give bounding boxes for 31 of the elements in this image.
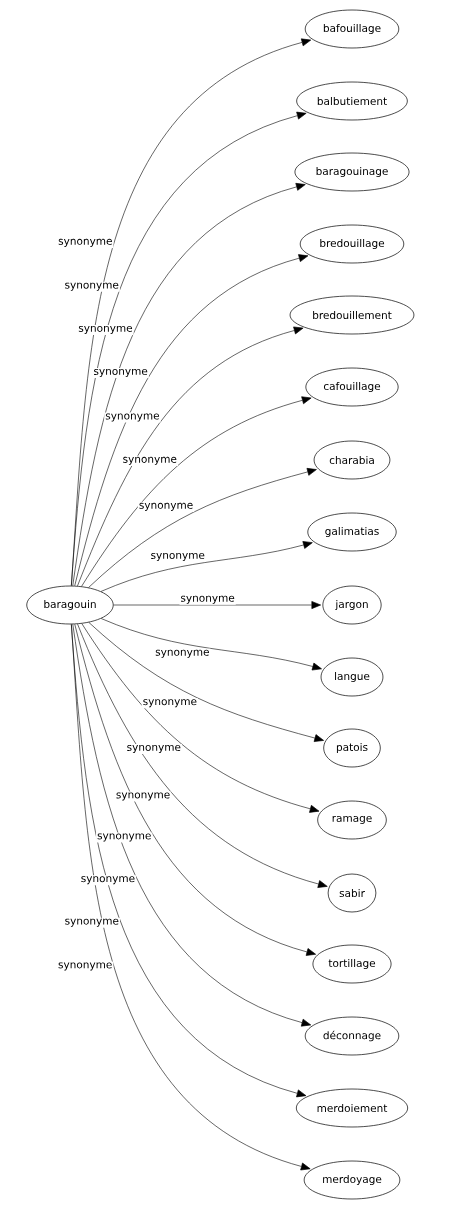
edge-label: synonyme [149, 551, 206, 562]
edge-label: synonyme [79, 875, 137, 886]
arrow [81, 396, 312, 587]
edge-label: synonyme [57, 961, 114, 972]
arrow [88, 468, 317, 588]
arrow [100, 541, 313, 592]
edge-label: synonyme [92, 367, 149, 378]
arrow [100, 618, 322, 671]
arrow [74, 254, 309, 587]
arrow [77, 623, 328, 888]
arrow [74, 623, 316, 956]
edge-label: synonyme [141, 698, 198, 709]
arrow [71, 111, 307, 586]
edge-label: synonyme [125, 743, 182, 755]
edge-label: synonyme [104, 412, 161, 423]
edge-label: synonyme [121, 455, 178, 466]
edge-label: synonyme [77, 324, 134, 335]
edge-label: synonyme [114, 791, 172, 802]
arrow [77, 326, 304, 587]
edge-label: synonyme [137, 501, 195, 512]
edge-label: synonyme [57, 237, 114, 248]
arrow [72, 183, 306, 586]
edge-label: synonyme [154, 648, 211, 659]
arrow [72, 624, 312, 1027]
edge-label: synonyme [96, 832, 153, 843]
arrow [88, 622, 324, 742]
edge-label: synonyme [179, 594, 236, 605]
edge-label: synonyme [63, 917, 120, 928]
arrow [81, 623, 320, 813]
edge-label: synonyme [63, 281, 120, 292]
arrow [113, 601, 321, 609]
